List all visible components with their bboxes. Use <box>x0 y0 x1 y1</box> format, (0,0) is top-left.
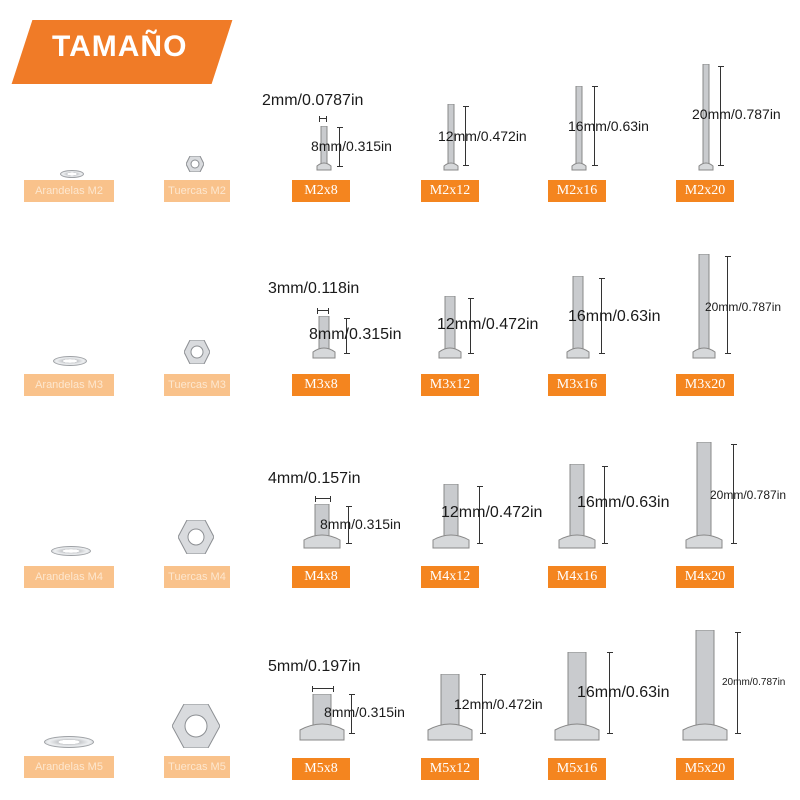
length-marker-m4x8 <box>346 506 352 544</box>
screw-m4x16 <box>558 464 596 549</box>
screw-m2x16 <box>571 86 587 171</box>
diameter-marker-m2 <box>319 116 327 122</box>
nut-label-m3: Tuercas M3 <box>164 374 230 396</box>
length-m4x12: 12mm/0.472in <box>441 504 543 521</box>
screw-m3x12 <box>438 296 462 359</box>
washer-label-m5: Arandelas M5 <box>24 756 114 778</box>
washer-label-m3: Arandelas M3 <box>24 374 114 396</box>
nut-m2 <box>186 156 204 172</box>
screw-label-m5x12: M5x12 <box>421 758 479 780</box>
washer-m4 <box>51 546 91 556</box>
length-m2x12: 12mm/0.472in <box>438 128 527 144</box>
length-m5x16: 16mm/0.63in <box>577 684 670 701</box>
diameter-m3: 3mm/0.118in <box>268 280 360 297</box>
length-marker-m2x20 <box>718 66 724 166</box>
length-marker-m2x16 <box>592 86 598 166</box>
diameter-marker-m3 <box>317 308 329 314</box>
diameter-marker-m5 <box>312 686 334 692</box>
screw-m3x20 <box>692 254 716 359</box>
screw-label-m4x20: M4x20 <box>676 566 734 588</box>
screw-m5x16 <box>554 652 600 741</box>
length-marker-m5x20 <box>735 632 741 734</box>
nut-label-m2: Tuercas M2 <box>164 180 230 202</box>
length-m4x16: 16mm/0.63in <box>577 494 670 511</box>
length-m2x8: 8mm/0.315in <box>311 138 392 154</box>
length-marker-m3x16 <box>599 278 605 354</box>
length-marker-m5x8 <box>349 694 355 734</box>
nut-m4 <box>178 520 214 554</box>
screw-m2x8 <box>316 126 332 171</box>
screw-label-m2x12: M2x12 <box>421 180 479 202</box>
length-marker-m5x16 <box>607 652 613 734</box>
screw-m2x12 <box>443 104 459 171</box>
length-marker-m4x20 <box>731 444 737 544</box>
nut-m5 <box>172 704 220 748</box>
length-m5x8: 8mm/0.315in <box>324 704 405 720</box>
nut-label-m5: Tuercas M5 <box>164 756 230 778</box>
screw-m4x12 <box>432 484 470 549</box>
length-marker-m2x12 <box>463 106 469 166</box>
length-marker-m4x16 <box>602 466 608 544</box>
length-m3x12: 12mm/0.472in <box>437 316 539 333</box>
screw-label-m4x8: M4x8 <box>292 566 350 588</box>
screw-label-m3x12: M3x12 <box>421 374 479 396</box>
screw-m2x20 <box>698 64 714 171</box>
length-marker-m2x8 <box>337 127 343 167</box>
diameter-m5: 5mm/0.197in <box>268 658 361 675</box>
screw-label-m5x8: M5x8 <box>292 758 350 780</box>
screw-label-m4x12: M4x12 <box>421 566 479 588</box>
length-m4x8: 8mm/0.315in <box>320 516 401 532</box>
screw-label-m3x20: M3x20 <box>676 374 734 396</box>
screw-label-m4x16: M4x16 <box>548 566 606 588</box>
screw-label-m5x16: M5x16 <box>548 758 606 780</box>
length-marker-m5x12 <box>480 674 486 734</box>
length-marker-m4x12 <box>477 486 483 544</box>
washer-label-m4: Arandelas M4 <box>24 566 114 588</box>
length-marker-m3x8 <box>344 318 350 354</box>
length-m5x12: 12mm/0.472in <box>454 696 543 712</box>
length-m3x20: 20mm/0.787in <box>705 300 782 314</box>
nut-label-m4: Tuercas M4 <box>164 566 230 588</box>
length-m3x16: 16mm/0.63in <box>568 308 661 325</box>
length-m4x20: 20mm/0.787in <box>710 488 787 502</box>
screw-m4x8 <box>303 504 341 549</box>
screw-m5x12 <box>427 674 473 741</box>
diameter-m4: 4mm/0.157in <box>268 470 361 487</box>
washer-label-m2: Arandelas M2 <box>24 180 114 202</box>
diameter-m2: 2mm/0.0787in <box>262 92 364 109</box>
length-m3x8: 8mm/0.315in <box>309 326 402 343</box>
nut-m3 <box>184 340 210 364</box>
screw-m5x8 <box>299 694 345 741</box>
washer-m2 <box>60 170 84 178</box>
screw-label-m5x20: M5x20 <box>676 758 734 780</box>
length-marker-m3x12 <box>468 298 474 354</box>
length-m2x16: 16mm/0.63in <box>568 118 649 134</box>
screw-m3x8 <box>312 316 336 359</box>
length-m5x20: 20mm/0.787in <box>722 677 786 688</box>
screw-label-m2x8: M2x8 <box>292 180 350 202</box>
screw-label-m2x20: M2x20 <box>676 180 734 202</box>
screw-label-m3x8: M3x8 <box>292 374 350 396</box>
screw-label-m2x16: M2x16 <box>548 180 606 202</box>
diameter-marker-m4 <box>315 496 331 502</box>
screw-label-m3x16: M3x16 <box>548 374 606 396</box>
screw-m4x20 <box>685 442 723 549</box>
washer-m5 <box>44 736 94 748</box>
screw-m3x16 <box>566 276 590 359</box>
length-marker-m3x20 <box>725 256 731 354</box>
page-title: TAMAÑO <box>52 30 188 63</box>
length-m2x20: 20mm/0.787in <box>692 106 781 122</box>
screw-m5x20 <box>682 630 728 741</box>
washer-m3 <box>53 356 87 366</box>
